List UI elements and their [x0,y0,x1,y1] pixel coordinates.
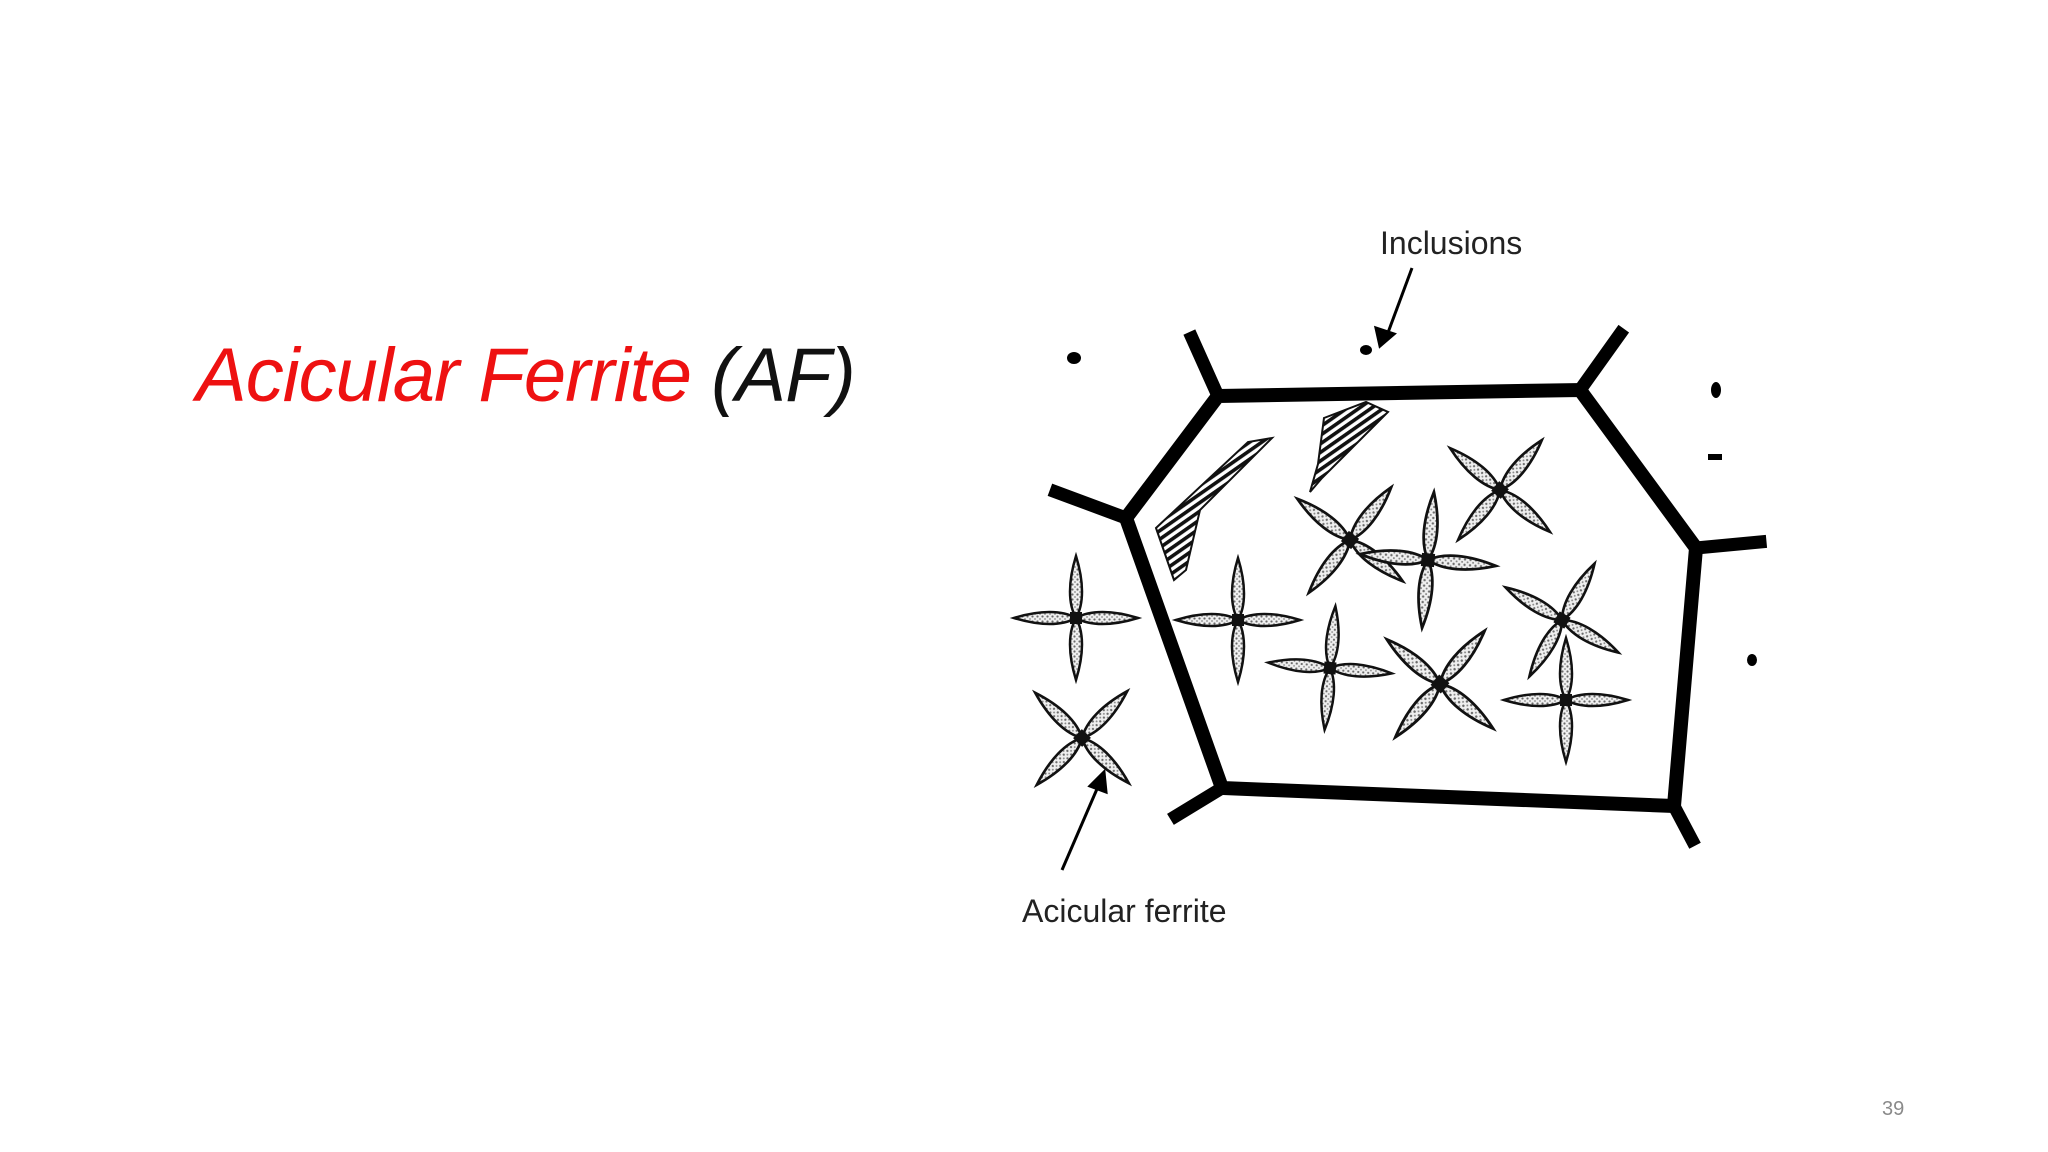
acicular-ferrite-star [990,646,1174,830]
page-number: 39 [1882,1098,1905,1120]
title-abbreviation: (AF) [691,333,856,418]
slide-title: Acicular Ferrite (AF) [196,338,856,414]
side-plate [1154,436,1275,582]
boundary-spurs [1047,324,1768,849]
title-emphasis: Acicular Ferrite [196,333,692,418]
acicular-ferrite-label: Acicular ferrite [1022,893,1227,929]
grain-boundary [1118,382,1704,814]
inclusions-arrow [1373,267,1414,349]
acicular-ferrite-star [1504,638,1628,762]
inclusions-label: Inclusions [1380,225,1522,261]
acicular-ferrite-star [1408,398,1591,581]
acicular-ferrite-star [1014,556,1138,680]
acicular-ferrite-star [1342,586,1538,782]
acicular-ferrite-star [1256,446,1444,634]
acicular-ferrite-diagram: Inclusions Acicular ferrite [980,225,1768,929]
inclusions [1067,345,1757,666]
side-plate [1309,400,1390,493]
acicular-ferrite-arrow [1060,768,1108,871]
